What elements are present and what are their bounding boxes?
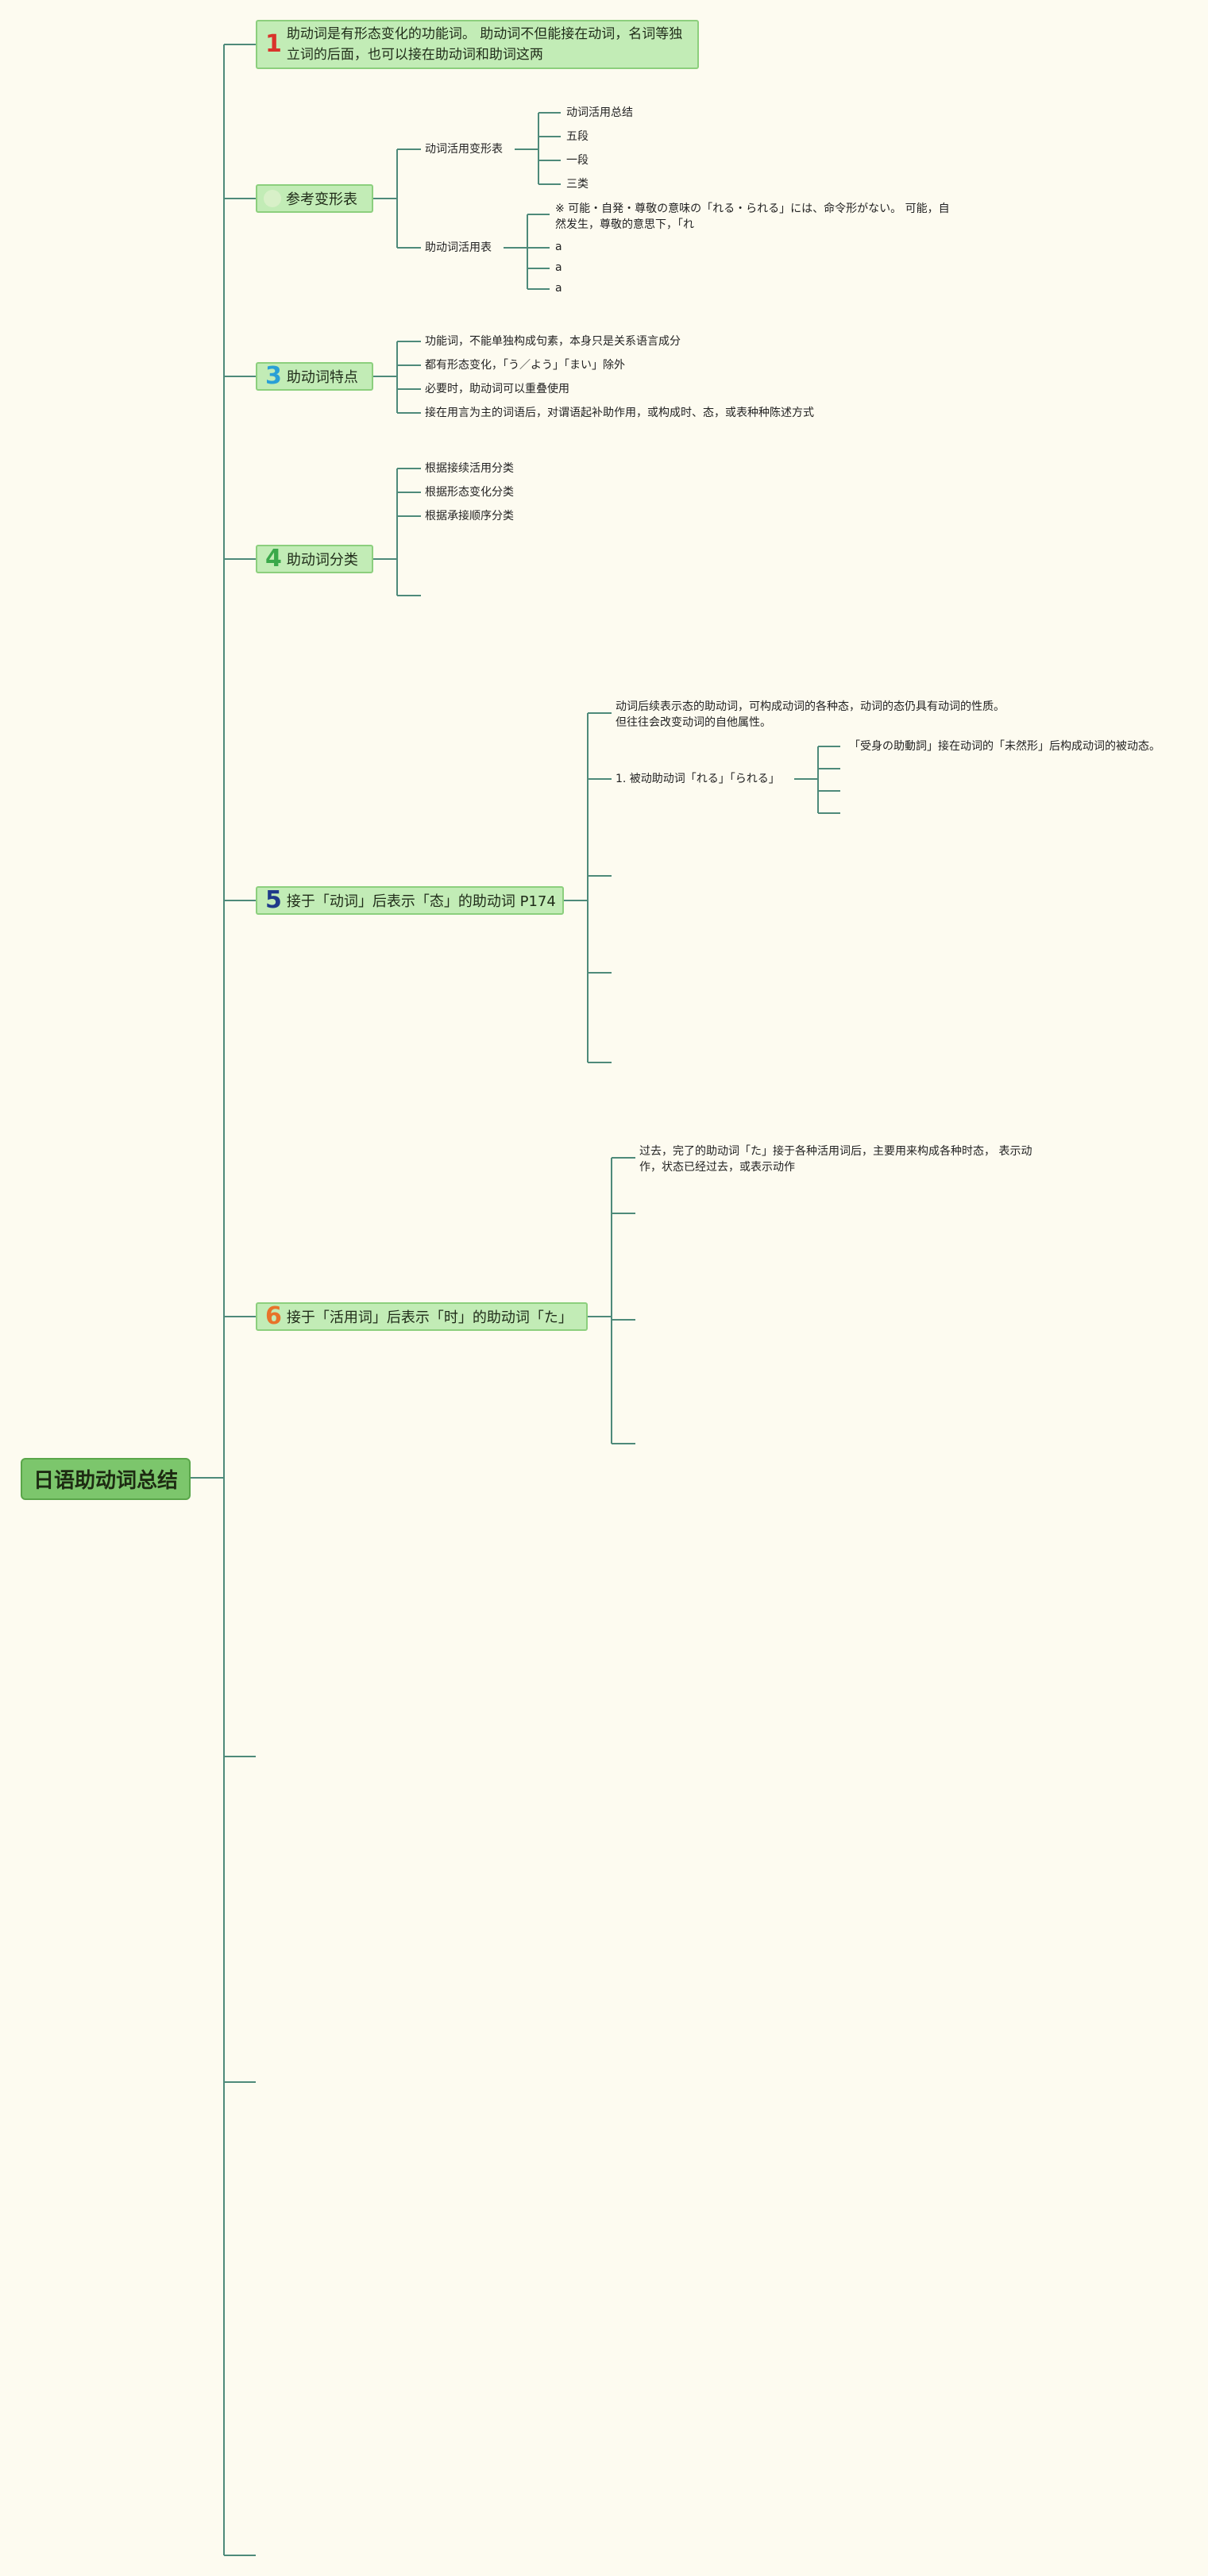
- topic-2[interactable]: 参考变形表: [256, 184, 373, 213]
- topic-6-number: 6: [265, 1302, 282, 1330]
- topic-2-title: 参考变形表: [286, 191, 357, 208]
- topic-3[interactable]: 3 助动词特点: [256, 362, 373, 391]
- topic-6[interactable]: 6 接于「活用词」后表示「时」的助动词「た」: [256, 1302, 588, 1331]
- topic-2-group-2-item-1[interactable]: ※ 可能・自発・尊敬の意味の「れる・られる」には、命令形がない。 可能，自然发生…: [555, 202, 950, 231]
- topic-4-item-3[interactable]: 根据承接顺序分类: [425, 510, 514, 523]
- topic-2-group-1-label[interactable]: 动词活用变形表: [425, 143, 503, 156]
- topic-4[interactable]: 4 助动词分类: [256, 545, 373, 573]
- root-title: 日语助动词总结: [33, 1469, 179, 1493]
- topic-2-group-2-item-2[interactable]: a: [555, 241, 562, 253]
- topic-3-item-1[interactable]: 功能词，不能单独构成句素，本身只是关系语言成分: [425, 335, 681, 348]
- topic-4-title: 助动词分类: [286, 552, 358, 569]
- topic-5-title: 接于「动词」后表示「态」的助动词 P174: [286, 893, 556, 910]
- topic-5-intro[interactable]: 动词后续表示态的助动词，可构成动词的各种态，动词的态仍具有动词的性质。但往往会改…: [616, 700, 1005, 729]
- topic-1[interactable]: 1 助动词是有形态变化的功能词。 助动词不但能接在动词，名词等独立词的后面，也可…: [256, 20, 699, 69]
- topic-5-sub-label[interactable]: 1. 被动助动词「れる」「られる」: [616, 773, 780, 785]
- topic-3-item-4[interactable]: 接在用言为主的词语后，对谓语起补助作用，或构成时、态，或表种种陈述方式: [425, 407, 814, 419]
- root-topic[interactable]: 日语助动词总结: [21, 1458, 191, 1500]
- topic-3-number: 3: [265, 362, 282, 390]
- topic-2-group-1-item-3[interactable]: 一段: [566, 154, 589, 167]
- topic-5-number: 5: [265, 886, 282, 914]
- topic-2-group-2-item-4[interactable]: a: [555, 282, 562, 295]
- topic-4-item-1[interactable]: 根据接续活用分类: [425, 462, 514, 475]
- topic-2-group-2-item-3[interactable]: a: [555, 261, 562, 274]
- topic-4-item-2[interactable]: 根据形态变化分类: [425, 486, 514, 499]
- topic-3-item-3[interactable]: 必要时，助动词可以重叠使用: [425, 383, 569, 395]
- topic-5[interactable]: 5 接于「动词」后表示「态」的助动词 P174: [256, 886, 564, 915]
- topic-1-number: 1: [265, 30, 282, 58]
- topic-5-sub-item-1[interactable]: 「受身の助動詞」接在动词的「未然形」后构成动词的被动态。: [849, 740, 1160, 753]
- topic-3-title: 助动词特点: [286, 369, 358, 386]
- topic-6-title: 接于「活用词」后表示「时」的助动词「た」: [286, 1309, 573, 1326]
- topic-6-intro[interactable]: 过去，完了的助动词「た」接于各种活用词后，主要用来构成各种时态， 表示动作，状态…: [639, 1145, 1032, 1174]
- topic-2-group-1-item-4[interactable]: 三类: [566, 178, 589, 191]
- topic-2-group-2-label[interactable]: 助动词活用表: [425, 241, 492, 254]
- topic-4-number: 4: [265, 545, 282, 573]
- topic-2-bullet-icon: [264, 190, 281, 207]
- topic-3-item-2[interactable]: 都有形态变化，「う／よう」「まい」除外: [425, 359, 625, 372]
- topic-2-group-1-item-1[interactable]: 动词活用总结: [566, 106, 633, 119]
- topic-1-text: 助动词是有形态变化的功能词。 助动词不但能接在动词，名词等独立词的后面，也可以接…: [286, 26, 683, 63]
- topic-2-group-1-item-2[interactable]: 五段: [566, 130, 589, 143]
